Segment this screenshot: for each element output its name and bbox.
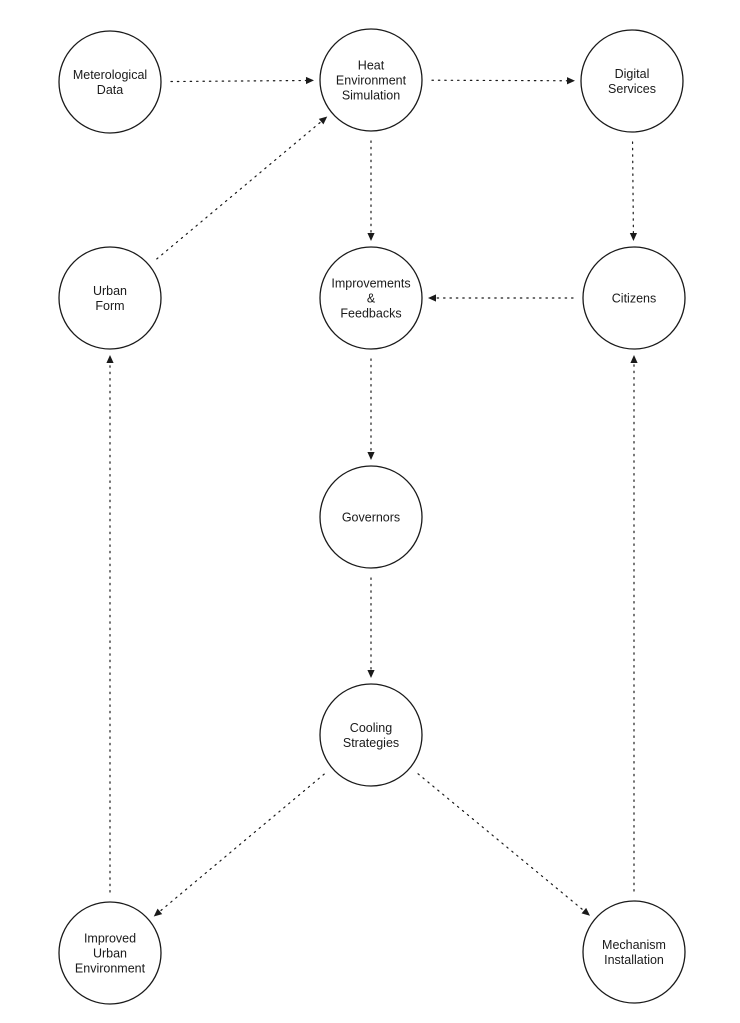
edge-cooling-strategies-to-mechanism-installation bbox=[417, 773, 591, 916]
edge-urban-form-to-heat-environment-simulation bbox=[156, 116, 328, 260]
node-label-line: Digital bbox=[615, 67, 650, 81]
node-improvements-feedbacks: Improvements&Feedbacks bbox=[319, 246, 423, 350]
node-label-line: Improvements bbox=[331, 277, 410, 291]
nodes-layer: MeterologicalDataHeatEnvironmentSimulati… bbox=[58, 28, 686, 1005]
node-circle bbox=[58, 246, 162, 350]
node-label-line: Urban bbox=[93, 284, 127, 298]
dotted-connector bbox=[170, 79, 307, 83]
edge-cooling-strategies-to-improved-urban-environment bbox=[153, 773, 325, 917]
edge-citizens-to-improvements-feedbacks bbox=[428, 294, 574, 302]
node-label-line: Urban bbox=[93, 947, 127, 961]
arrowhead-icon bbox=[581, 907, 591, 916]
edge-digital-services-to-citizens bbox=[629, 141, 638, 242]
node-label-line: Simulation bbox=[342, 89, 400, 103]
node-circle bbox=[582, 246, 686, 350]
node-label-line: Feedbacks bbox=[340, 307, 401, 321]
edge-heat-environment-simulation-to-digital-services bbox=[431, 77, 576, 85]
arrowhead-icon bbox=[630, 355, 638, 363]
arrowhead-icon bbox=[629, 232, 638, 242]
arrowhead-icon bbox=[367, 452, 375, 460]
arrowhead-icon bbox=[367, 233, 375, 241]
edge-mechanism-installation-to-citizens bbox=[630, 355, 638, 892]
edge-improved-urban-environment-to-urban-form bbox=[106, 355, 114, 893]
dotted-connector bbox=[417, 773, 585, 912]
node-circle bbox=[582, 900, 686, 1004]
node-label-line: Heat bbox=[358, 59, 385, 73]
node-circle bbox=[319, 28, 423, 132]
node-label-line: Governors bbox=[342, 511, 400, 525]
arrowhead-icon bbox=[106, 355, 114, 363]
node-label-line: Environment bbox=[75, 962, 146, 976]
node-label-line: & bbox=[367, 292, 376, 306]
node-circle bbox=[319, 683, 423, 787]
node-label-line: Strategies bbox=[343, 736, 399, 750]
node-label-line: Data bbox=[97, 83, 123, 97]
arrowhead-icon bbox=[318, 116, 328, 125]
node-label-line: Mechanism bbox=[602, 938, 666, 952]
node-circle bbox=[58, 30, 162, 134]
edge-heat-environment-simulation-to-improvements-feedbacks bbox=[367, 140, 375, 241]
node-governors: Governors bbox=[319, 465, 423, 569]
node-circle bbox=[58, 901, 162, 1005]
arrowhead-icon bbox=[428, 294, 436, 302]
dotted-connector bbox=[631, 141, 635, 234]
node-label-line: Form bbox=[95, 299, 124, 313]
arrowhead-icon bbox=[566, 77, 576, 85]
node-label-line: Meterological bbox=[73, 68, 147, 82]
edge-improvements-feedbacks-to-governors bbox=[367, 358, 375, 460]
node-label-line: Installation bbox=[604, 953, 664, 967]
edge-governors-to-cooling-strategies bbox=[367, 577, 375, 678]
dotted-connector bbox=[159, 773, 325, 912]
node-label-line: Citizens bbox=[612, 292, 656, 306]
node-citizens: Citizens bbox=[582, 246, 686, 350]
arrowhead-icon bbox=[367, 670, 375, 678]
node-label-line: Cooling bbox=[350, 721, 392, 735]
node-label-line: Improved bbox=[84, 932, 136, 946]
node-circle bbox=[580, 29, 684, 133]
node-label-line: Services bbox=[608, 82, 656, 96]
node-circle bbox=[319, 465, 423, 569]
arrowhead-icon bbox=[305, 76, 315, 85]
node-circle bbox=[319, 246, 423, 350]
edge-meteorological-data-to-heat-environment-simulation bbox=[170, 76, 315, 85]
node-label-line: Environment bbox=[336, 74, 407, 88]
dotted-connector bbox=[431, 79, 568, 82]
arrowhead-icon bbox=[153, 908, 163, 917]
dotted-connector bbox=[156, 121, 322, 260]
edges-layer bbox=[106, 76, 638, 917]
